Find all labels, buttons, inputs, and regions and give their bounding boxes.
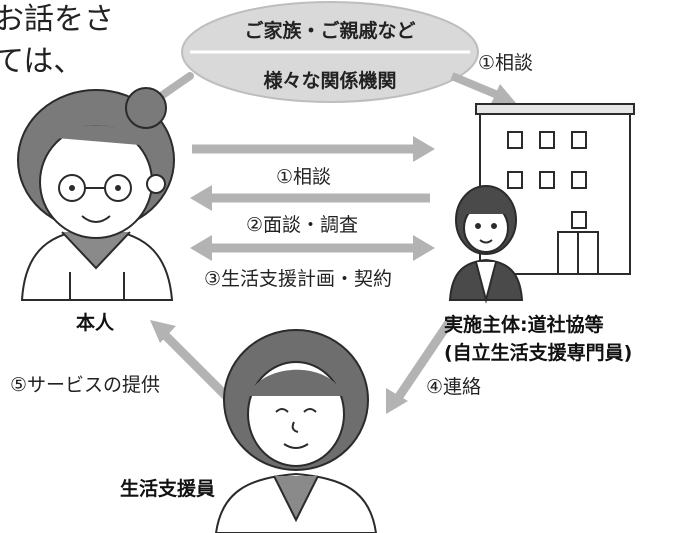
elderly-person-icon <box>17 87 175 301</box>
agencies-label: 様々な関係機関 <box>263 70 397 92</box>
plan-contract-arrow <box>190 235 435 261</box>
supporter-label: 生活支援員 <box>120 478 216 500</box>
family-consult-arrow <box>450 72 516 106</box>
service-arrow <box>150 320 234 404</box>
intro-text-line-2: ては、 <box>0 44 84 79</box>
agency-label-line-1: 実施主体:道社協等 <box>444 314 604 336</box>
contact-arrow <box>386 315 456 414</box>
staff-woman-icon <box>448 185 524 304</box>
agency-label-line-2: (自立生活支援専門員) <box>444 342 633 364</box>
service-label: ⑤サービスの提供 <box>10 374 161 396</box>
family-label: ご家族・ご親戚など <box>244 20 416 42</box>
person-label: 本人 <box>76 312 115 334</box>
consult-arrow <box>192 136 435 162</box>
supporter-woman-icon <box>214 329 378 533</box>
interview-label: ②面談・調査 <box>246 214 359 236</box>
interview-arrow <box>190 185 430 211</box>
intro-text-line-1: お話をさ <box>0 2 114 37</box>
consult-label: ①相談 <box>276 166 332 188</box>
family-consult-label: ①相談 <box>478 52 534 74</box>
contact-label: ④連絡 <box>426 376 482 398</box>
plan-contract-label: ③生活支援計画・契約 <box>204 268 393 290</box>
